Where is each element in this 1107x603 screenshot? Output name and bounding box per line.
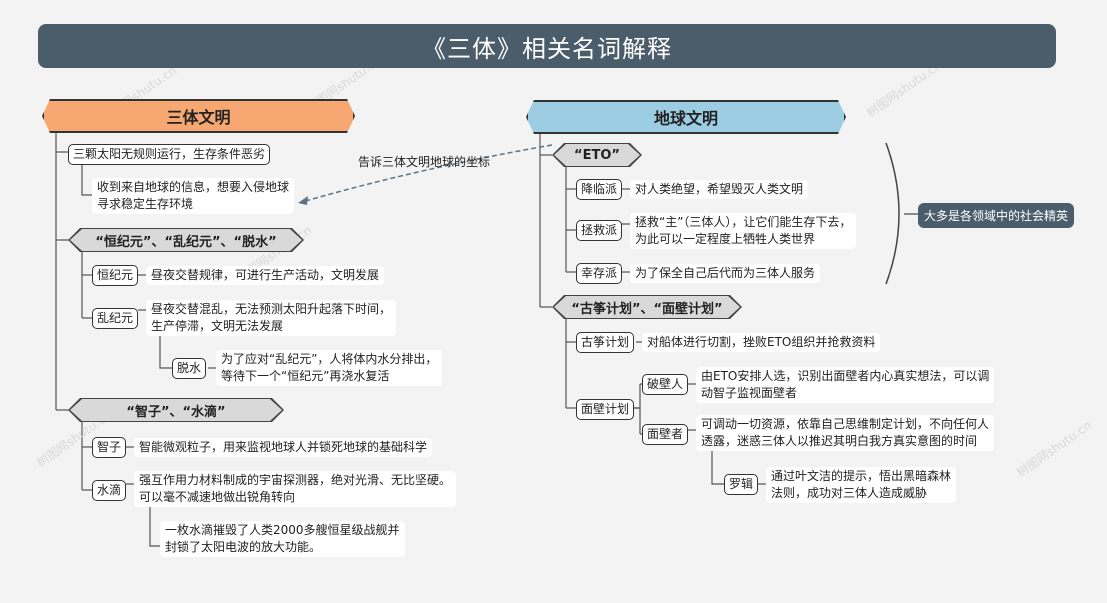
header-plans[interactable]: “古筝计划”、“面壁计划” [552,295,742,319]
text-jianglin: 对人类绝望，希望毁灭人类文明 [630,180,809,199]
link-label: 告诉三体文明地球的坐标 [358,155,491,169]
tag-zhizi[interactable]: 智子 [92,437,127,458]
text-line: 可调动一切资源，依靠自己思维制定计划，不向任何人 [701,417,990,431]
tag-zhengjiu[interactable]: 拯救派 [576,220,623,241]
text-pobi: 由ETO安排人选，识别出面壁者内心真实想法，可以调 动智子监视面壁者 [696,367,995,403]
tag-jianglin[interactable]: 降临派 [576,179,623,200]
text-line: 寻求稳定生存环境 [97,197,194,211]
header-eto-label: “ETO” [554,144,640,166]
tag-xingcun[interactable]: 幸存派 [576,263,623,284]
header-zhizi[interactable]: “智子”、“水滴” [68,398,284,422]
text-zhizi: 智能微观粒子，用来监视地球人并锁死地球的基础科学 [134,438,433,457]
root-node-trisolaris[interactable]: 三体文明 [42,99,355,133]
text-line: 通过叶文洁的提示，悟出黑暗森林 [771,469,952,483]
tag-tuoshui[interactable]: 脱水 [172,358,207,379]
text-line: 封锁了太阳电波的放大功能。 [165,540,322,554]
tag-luoji[interactable]: 罗辑 [724,474,759,495]
root-label: 三体文明 [166,108,231,127]
root-node-earth[interactable]: 地球文明 [526,100,846,134]
text-line: 等待下一个“恒纪元”再浇水复活 [221,369,390,383]
text-line: 生产停滞，文明无法发展 [151,319,284,333]
text-line: 拯救“主”（三体人），让它们能生存下去， [635,215,852,229]
title-bar: 《三体》相关名词解释 [38,24,1056,68]
text-line: 强互作用力材料制成的宇宙探测器，绝对光滑、无比坚硬。 [139,473,452,487]
text-line: 为此可以一定程度上牺牲人类世界 [635,232,816,246]
text-line: 为了应对“乱纪元”，人将体内水分排出， [221,352,438,366]
header-era-label: “恒纪元”、“乱纪元”、“脱水” [70,229,302,251]
text-line: 透露，迷惑三体人以推迟其明白我方真实意图的时间 [701,434,978,448]
tag-mianbi[interactable]: 面壁计划 [576,399,635,420]
text-line: 由ETO安排人选，识别出面壁者内心真实想法，可以调 [701,369,990,383]
text-line: 收到来自地球的信息，想要入侵地球 [97,180,290,194]
text-luoji: 通过叶文洁的提示，悟出黑暗森林 法则，成功对三体人造成威胁 [766,467,957,503]
tag-heng[interactable]: 恒纪元 [92,265,139,286]
root-label: 地球文明 [653,109,718,128]
text-line: 可以毫不减速地做出锐角转向 [139,490,296,504]
node-invade-earth[interactable]: 收到来自地球的信息，想要入侵地球 寻求稳定生存环境 [92,178,295,214]
header-zhizi-label: “智子”、“水滴” [70,399,282,421]
text-line: 昼夜交替混乱，无法预测太阳升起落下时间， [151,302,392,316]
text-line: 法则，成功对三体人造成威胁 [771,486,928,500]
text-heng: 昼夜交替规律，可进行生产活动，文明发展 [146,266,385,285]
text-tuoshui: 为了应对“乱纪元”，人将体内水分排出， 等待下一个“恒纪元”再浇水复活 [216,350,443,386]
text-luan: 昼夜交替混乱，无法预测太阳升起落下时间， 生产停滞，文明无法发展 [146,300,397,336]
text-line: 动智子监视面壁者 [701,386,798,400]
text-shuidi: 强互作用力材料制成的宇宙探测器，绝对光滑、无比坚硬。 可以毫不减速地做出锐角转向 [134,471,457,507]
header-era[interactable]: “恒纪元”、“乱纪元”、“脱水” [68,228,304,252]
text-mianbizhe: 可调动一切资源，依靠自己思维制定计划，不向任何人 透露，迷惑三体人以推迟其明白我… [696,415,995,451]
header-plans-label: “古筝计划”、“面壁计划” [554,296,740,318]
tag-mianbizhe[interactable]: 面壁者 [642,424,689,445]
tag-guzheng[interactable]: 古筝计划 [576,332,635,353]
text-guzheng: 对船体进行切割，挫败ETO组织并抢救资料 [642,333,881,352]
text-line: 一枚水滴摧毁了人类2000多艘恒星级战舰并 [165,523,400,537]
tag-luan[interactable]: 乱纪元 [92,308,139,329]
text-xingcun: 为了保全自己后代而为三体人服务 [630,264,821,283]
text-zhengjiu: 拯救“主”（三体人），让它们能生存下去， 为此可以一定程度上牺牲人类世界 [630,213,857,249]
page-title: 《三体》相关名词解释 [422,34,672,63]
text-shuidi-detail: 一枚水滴摧毁了人类2000多艘恒星级战舰并 封锁了太阳电波的放大功能。 [160,521,405,557]
summary-box: 大多是各领域中的社会精英 [918,203,1075,228]
tag-shuidi[interactable]: 水滴 [92,480,127,501]
tag-pobi[interactable]: 破壁人 [642,374,689,395]
node-three-suns[interactable]: 三颗太阳无规则运行，生存条件恶劣 [68,144,271,165]
header-eto[interactable]: “ETO” [552,143,642,167]
